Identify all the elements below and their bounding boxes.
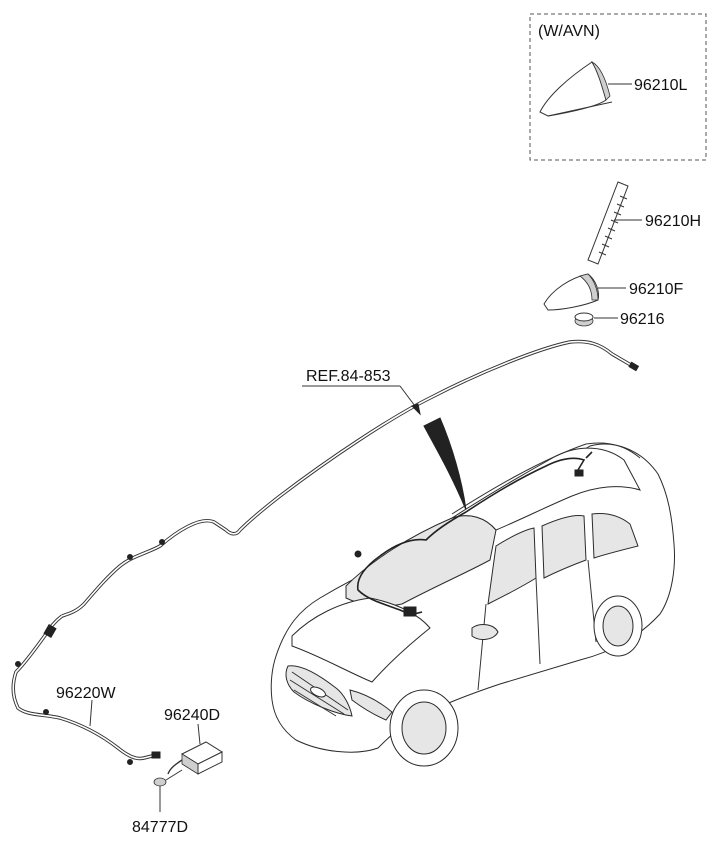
avn-box-title: (W/AVN): [538, 23, 600, 40]
pointer-wedge: [423, 417, 467, 511]
part-label-96210H: 96210H: [645, 213, 701, 230]
antenna-base: [543, 273, 599, 311]
vehicle-harness: [354, 451, 593, 617]
rod-antenna: [587, 181, 629, 265]
part-label-84777D: 84777D: [132, 819, 188, 836]
part-label-96240D: 96240D: [164, 707, 220, 724]
part-label-96210F: 96210F: [629, 281, 683, 298]
part-label-96216: 96216: [620, 311, 665, 328]
shark-fin-antenna-avn: [539, 61, 613, 117]
ref-label-group: REF.84-853: [302, 368, 421, 416]
cable-96220W: [11, 614, 161, 765]
ref-label: REF.84-853: [306, 368, 391, 385]
grommet: [574, 312, 594, 327]
avn-option-box: (W/AVN) 96210L: [529, 13, 707, 161]
vehicle-outline: [270, 442, 675, 767]
mounting-clip: [153, 769, 183, 800]
antenna-module: [167, 741, 224, 775]
roof-feeder-cable: [61, 339, 640, 618]
part-label-96220W: 96220W: [56, 685, 116, 702]
part-label-96210L: 96210L: [634, 77, 687, 94]
